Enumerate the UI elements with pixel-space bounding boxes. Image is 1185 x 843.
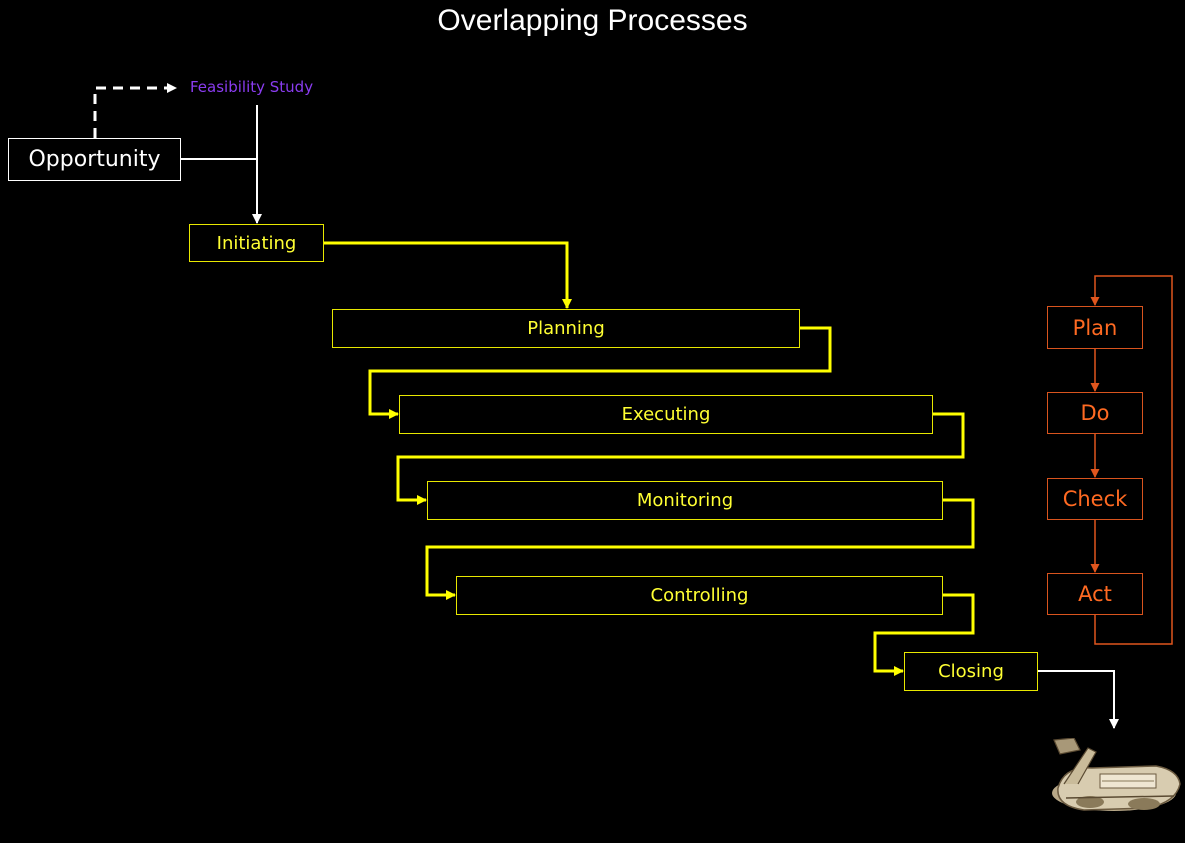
feasibility-dashed-arrow [93, 83, 177, 138]
closing-exit-arrow [1037, 670, 1119, 729]
monitoring-to-controlling-arrow [425, 498, 975, 600]
excavator-icon [1052, 738, 1181, 811]
cycle-check-box: Check [1047, 478, 1143, 520]
cycle-act-box: Act [1047, 573, 1143, 615]
phase-initiating-box: Initiating [189, 224, 324, 262]
act-to-plan-loop-arrow [1090, 275, 1173, 645]
diagram-title: Overlapping Processes [437, 4, 748, 37]
controlling-to-closing-arrow [873, 593, 975, 676]
feasibility-study-label: Feasibility Study [190, 78, 314, 96]
planning-to-executing-arrow [368, 326, 832, 419]
initiating-to-planning-arrow [323, 241, 572, 309]
phase-planning-box: Planning [332, 309, 800, 348]
opportunity-box: Opportunity [8, 138, 181, 181]
phase-closing-box: Closing [904, 652, 1038, 691]
phase-monitoring-box: Monitoring [427, 481, 943, 520]
executing-to-monitoring-arrow [396, 412, 965, 505]
cycle-plan-box: Plan [1047, 306, 1143, 349]
cycle-do-box: Do [1047, 392, 1143, 434]
phase-controlling-box: Controlling [456, 576, 943, 615]
phase-executing-box: Executing [399, 395, 933, 434]
